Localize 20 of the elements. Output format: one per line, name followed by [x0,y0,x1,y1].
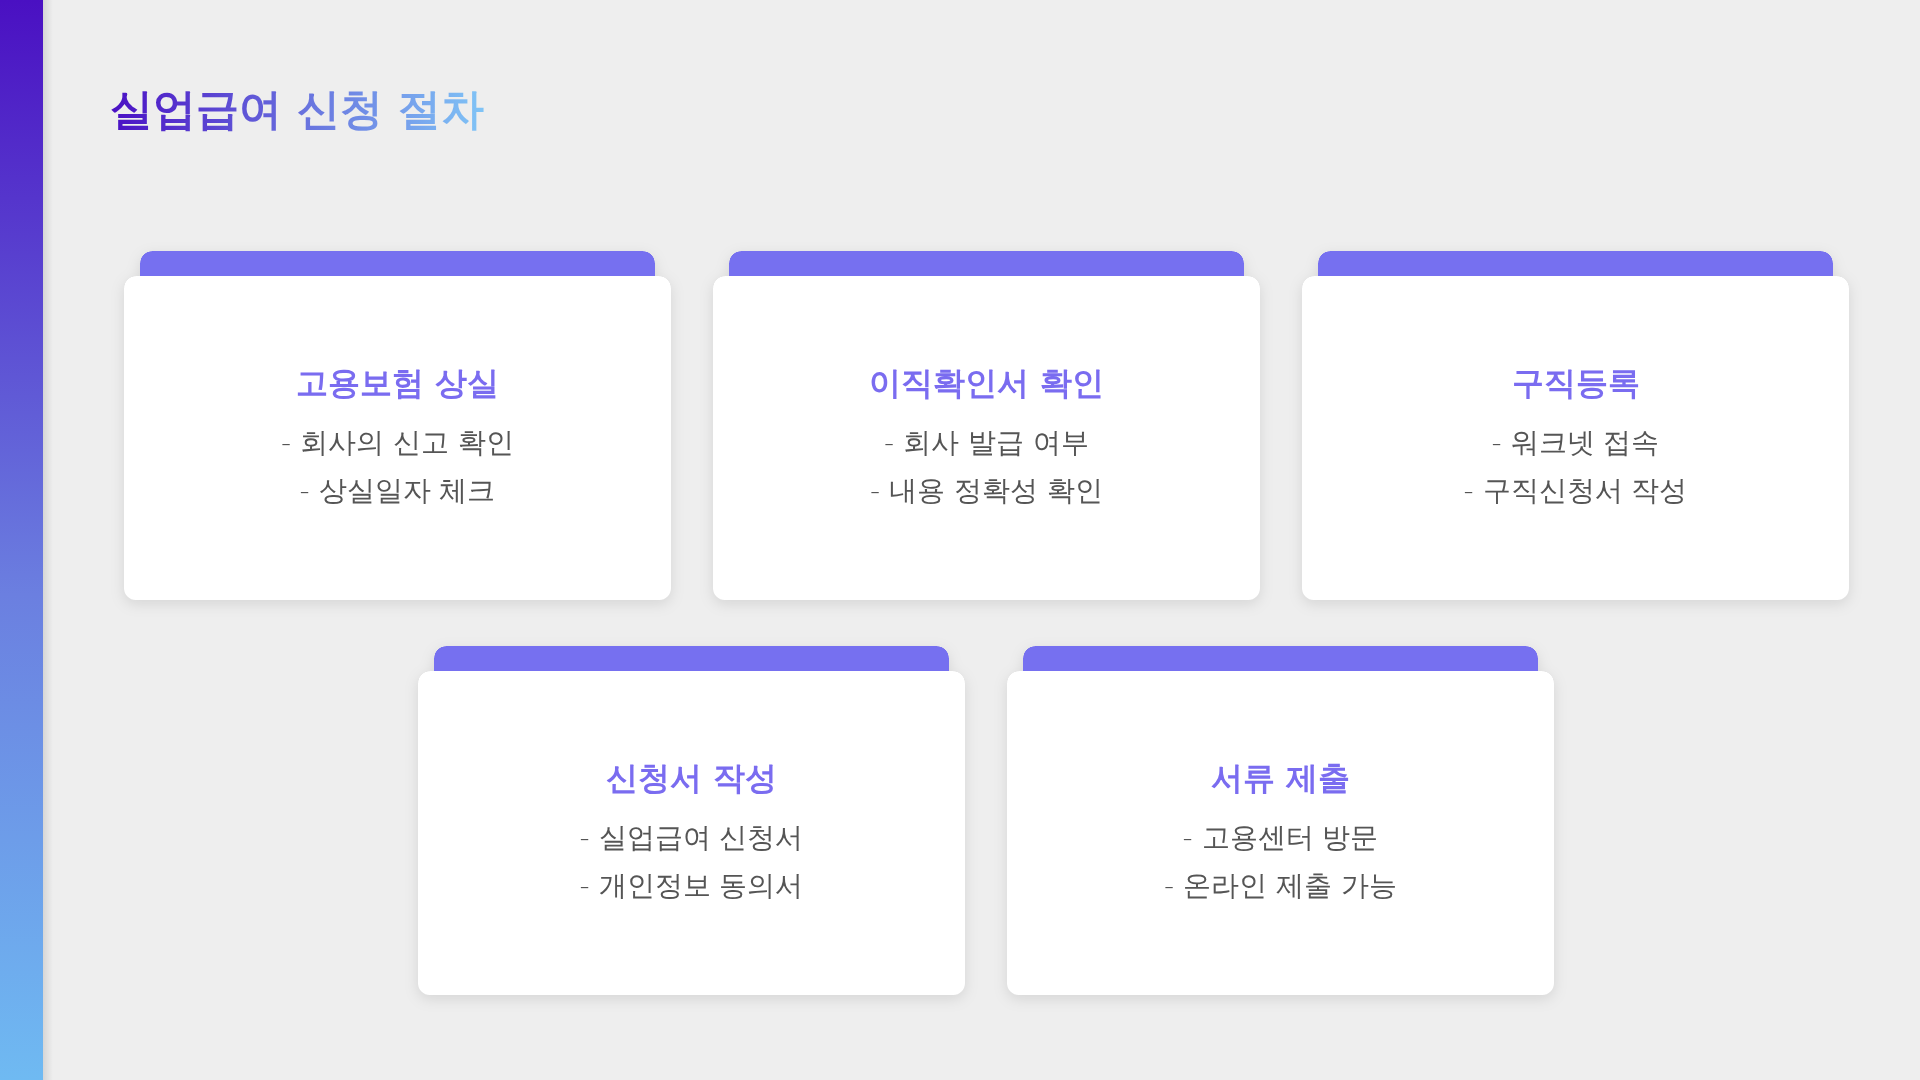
card-heading: 서류 제출 [1210,758,1351,800]
step-card [418,646,965,995]
card-bullet: - 실업급여 신청서 [579,819,804,856]
card-bullet: - 회사 발급 여부 [884,424,1089,461]
step-card [1007,646,1554,995]
step-card [713,251,1260,600]
card-bullet: - 개인정보 동의서 [579,867,804,904]
card-heading: 이직확인서 확인 [868,363,1105,405]
card-bullet: - 내용 정확성 확인 [870,472,1103,509]
card-heading: 신청서 작성 [605,758,778,800]
card-heading: 고용보험 상실 [295,363,500,405]
card-bullet: - 고용센터 방문 [1182,819,1379,856]
card-heading: 구직등록 [1511,363,1640,405]
card-bullet: - 온라인 제출 가능 [1164,867,1397,904]
step-card [124,251,671,600]
card-bullet: - 상실일자 체크 [299,472,496,509]
card-bullet: - 회사의 신고 확인 [281,424,514,461]
step-card [1302,251,1849,600]
card-bullet: - 워크넷 접속 [1491,424,1660,461]
card-bullet: - 구직신청서 작성 [1463,472,1688,509]
